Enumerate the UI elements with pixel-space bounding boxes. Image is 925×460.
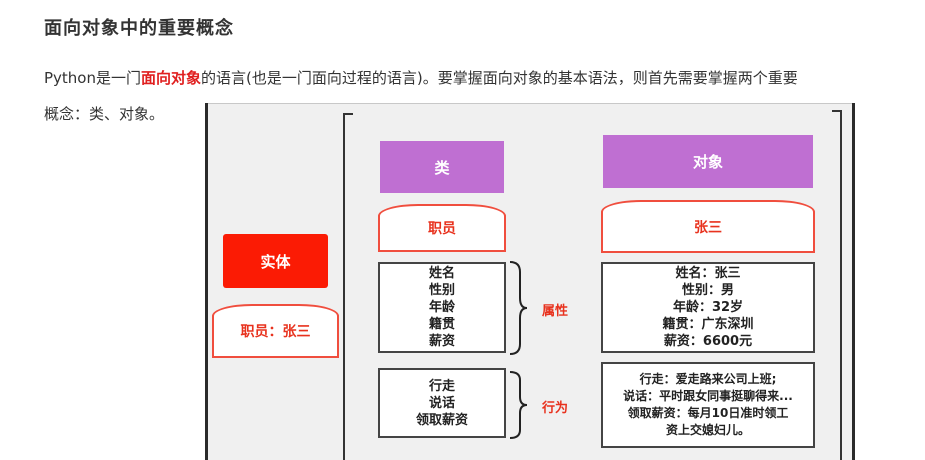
object-attribute: 薪资：6600元	[663, 334, 753, 349]
diagram-left-bracket	[343, 113, 353, 460]
object-behavior: 行走：爱走路来公司上班;	[639, 372, 777, 386]
object-behavior: 资上交媳妇儿。	[665, 423, 750, 437]
object-behavior: 领取薪资：每月10日准时领工	[627, 406, 789, 420]
class-attribute: 薪资	[428, 334, 455, 349]
class-header: 类	[380, 141, 504, 193]
class-behavior: 领取薪资	[415, 412, 468, 428]
intro-text-line2: 概念：类、对象。	[44, 105, 165, 123]
intro-paragraph: Python是一门面向对象的语言(也是一门面向过程的语言)。要掌握面向对象的基本…	[44, 60, 925, 132]
diagram-right-edge	[852, 103, 855, 460]
object-behaviors-box: 行走：爱走路来公司上班; 说话：平时跟女同事挺聊得来... 领取薪资：每月10日…	[601, 362, 815, 448]
class-attribute: 性别	[428, 283, 455, 298]
class-behavior: 行走	[428, 378, 455, 394]
behaviors-label: 行为	[542, 401, 569, 416]
intro-text-2: 的语言(也是一门面向过程的语言)。要掌握面向对象的基本语法，则首先需要掌握两个重…	[201, 69, 798, 87]
intro-highlight: 面向对象	[141, 69, 202, 87]
class-attribute: 姓名	[428, 266, 455, 281]
object-attribute: 年龄：32岁	[672, 300, 744, 315]
attributes-label: 属性	[542, 304, 569, 319]
class-attributes-box: 姓名 性别 年龄 籍贯 薪资	[378, 262, 506, 353]
diagram-right-bracket	[832, 110, 842, 460]
object-attribute: 性别：男	[681, 283, 734, 298]
class-attribute: 年龄	[428, 300, 455, 315]
entity-box: 实体	[223, 234, 328, 288]
object-attribute: 姓名：张三	[675, 266, 741, 281]
page-title: 面向对象中的重要概念	[44, 18, 234, 39]
class-behaviors-box: 行走 说话 领取薪资	[378, 368, 506, 438]
intro-text-1: Python是一门	[44, 69, 141, 87]
object-attribute: 籍贯：广东深圳	[662, 317, 754, 332]
class-behavior: 说话	[428, 395, 455, 411]
entity-example-box: 职员：张三	[212, 304, 339, 358]
behaviors-brace-icon	[509, 371, 528, 439]
class-name-box: 职员	[378, 204, 506, 252]
object-attributes-box: 姓名：张三 性别：男 年龄：32岁 籍贯：广东深圳 薪资：6600元	[601, 262, 815, 353]
object-behavior: 说话：平时跟女同事挺聊得来...	[623, 389, 793, 403]
attributes-brace-icon	[509, 261, 528, 355]
object-header: 对象	[603, 135, 813, 188]
class-attribute: 籍贯	[428, 317, 455, 332]
object-name-box: 张三	[601, 200, 815, 253]
diagram-left-edge	[205, 103, 208, 460]
